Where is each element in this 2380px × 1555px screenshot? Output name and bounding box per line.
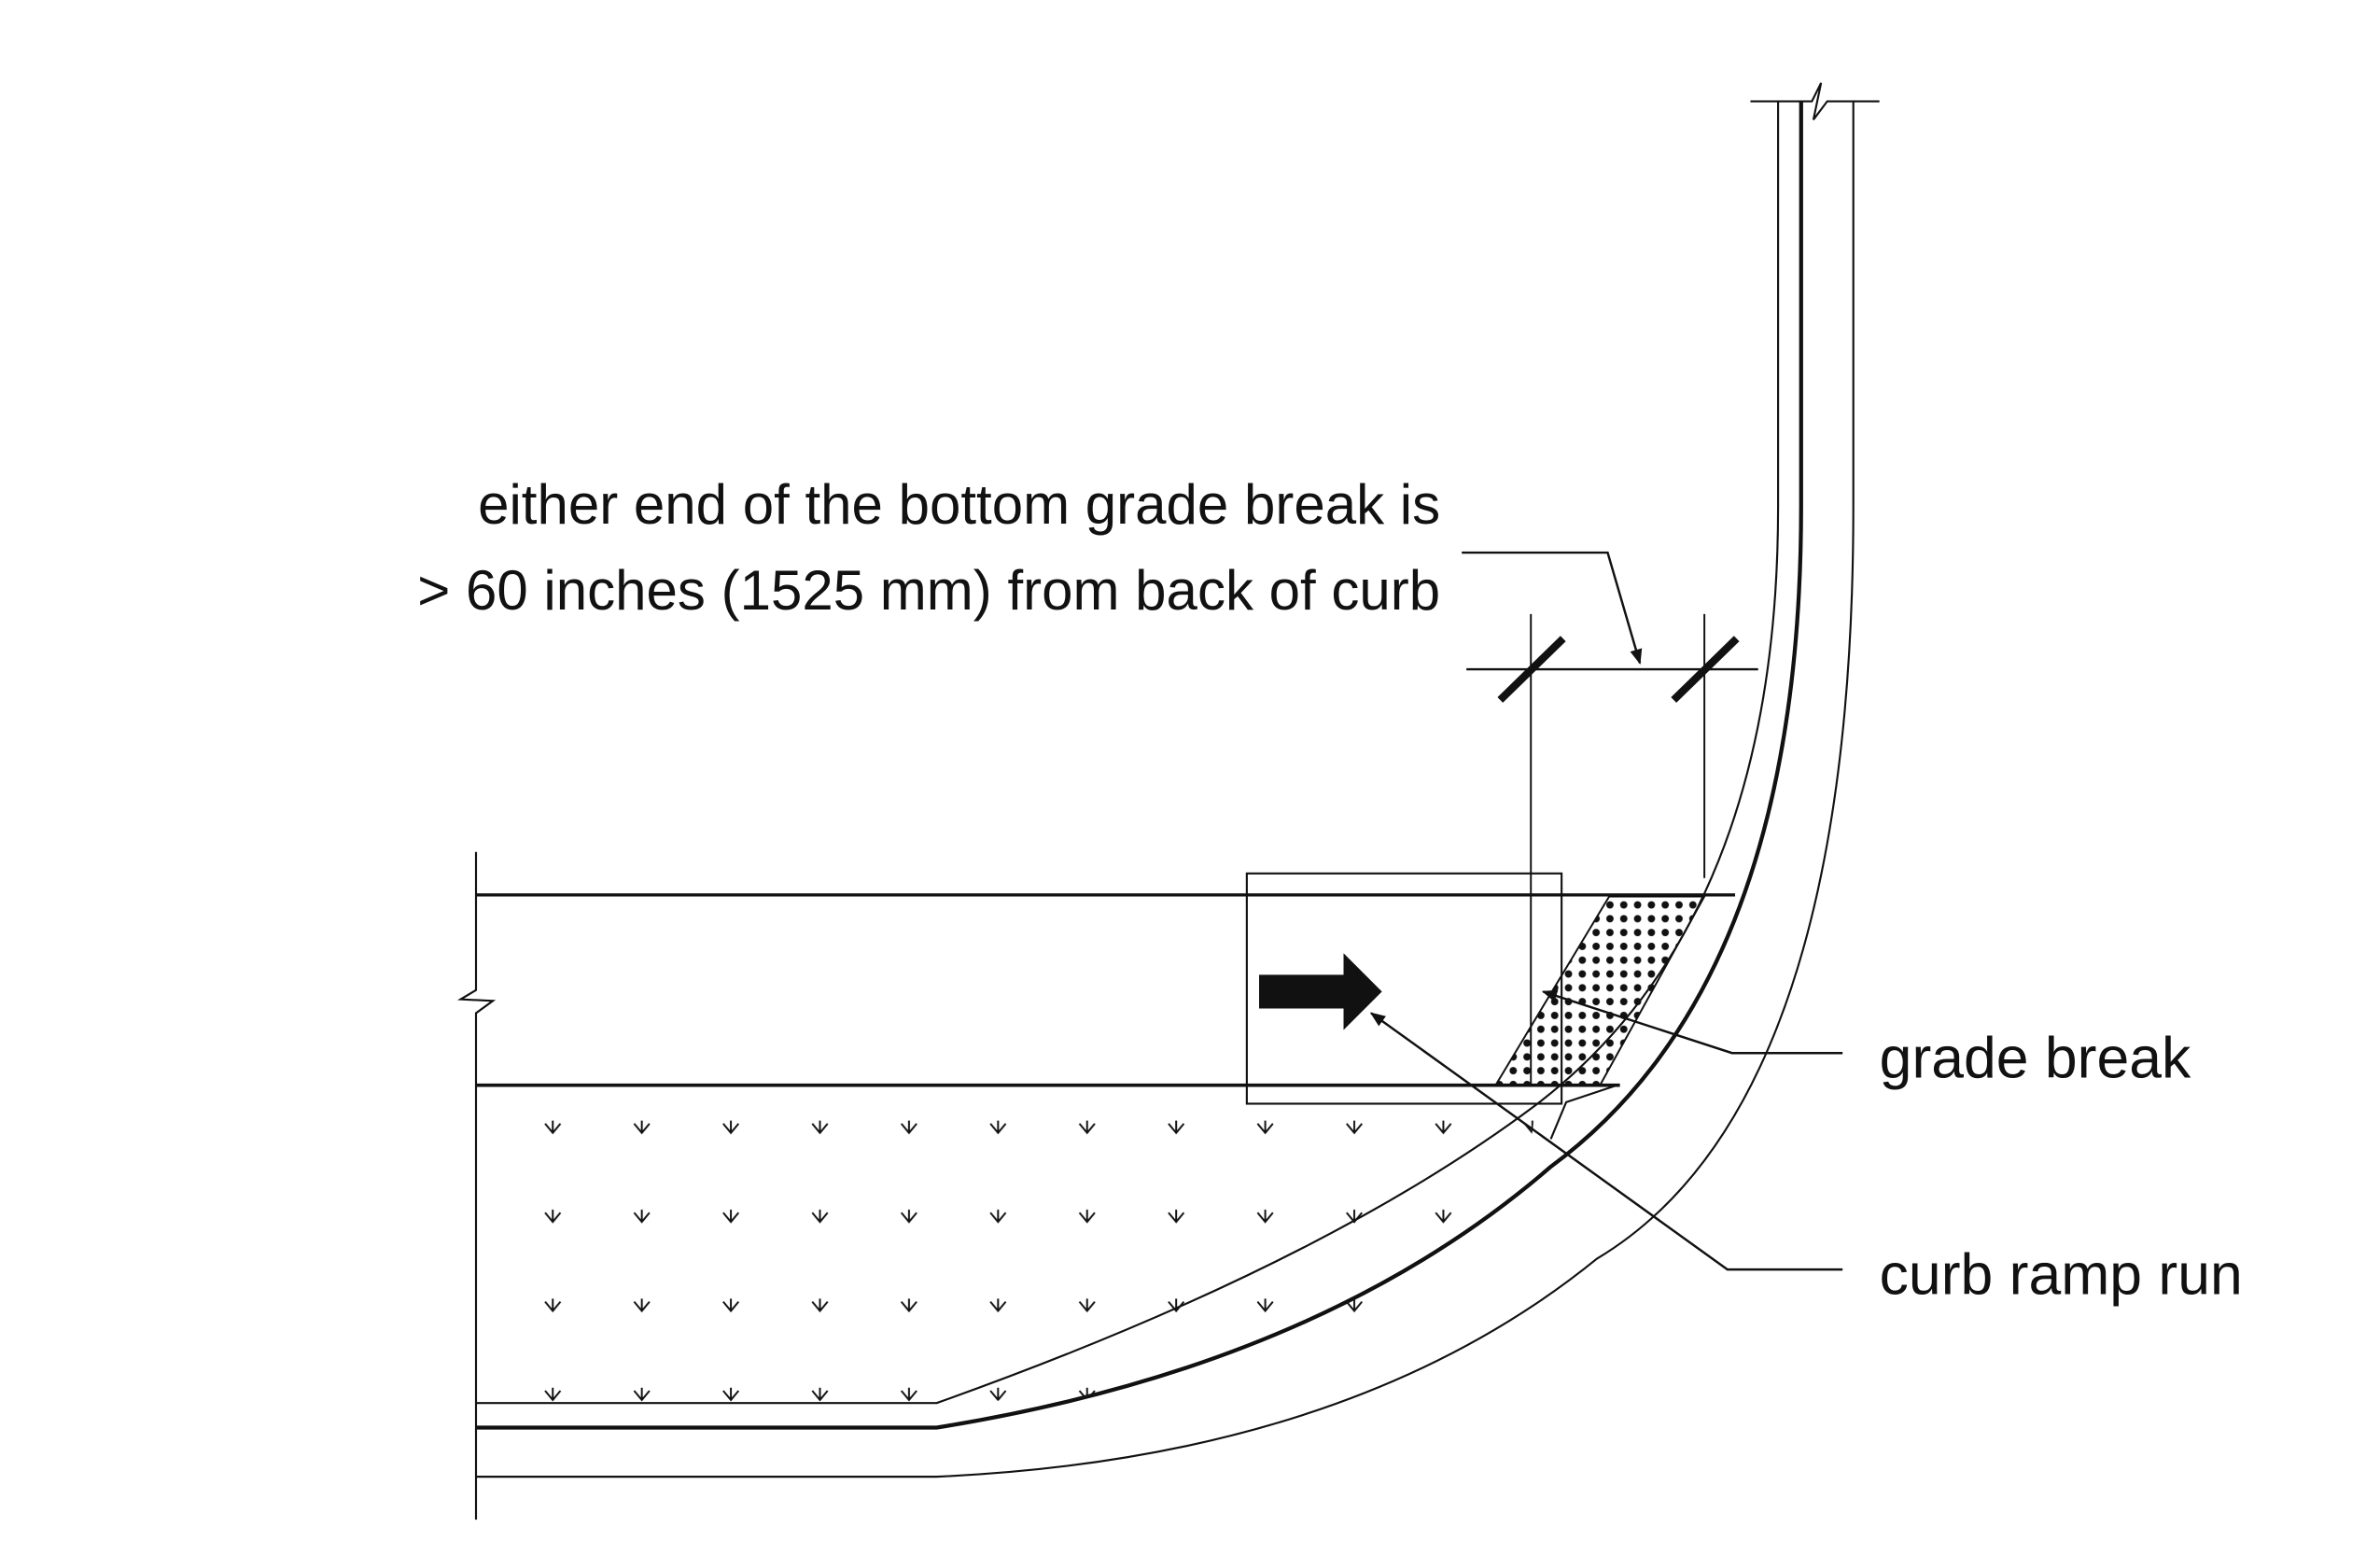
dimension-note-leader — [1462, 551, 1643, 665]
face-of-curb-line — [476, 101, 1803, 1430]
dimension-note-line-2: > 60 inches (1525 mm) from back of curb — [417, 559, 1440, 622]
grade-break-leader — [1541, 989, 1843, 1055]
left-break-line — [456, 851, 497, 1520]
dimension-tick-left — [1497, 636, 1566, 703]
detectable-warning-surface — [1493, 895, 1706, 1086]
planting-strip-hatch — [477, 1088, 1536, 1402]
top-break-line — [1750, 82, 1880, 120]
ramp-flare-outline — [1549, 1084, 1617, 1140]
curb-ramp-run-label: curb ramp run — [1880, 1241, 2243, 1307]
dimension-note-line-1: either end of the bottom grade break is — [478, 473, 1440, 536]
ramp-direction-arrow — [1259, 953, 1382, 1030]
gutter-line — [476, 101, 1855, 1478]
curb-ramp-run-leader — [1369, 1012, 1843, 1271]
dimension-tick-right — [1671, 636, 1740, 703]
grade-break-label: grade break — [1880, 1026, 2191, 1091]
back-of-curb-line — [476, 101, 1780, 1405]
